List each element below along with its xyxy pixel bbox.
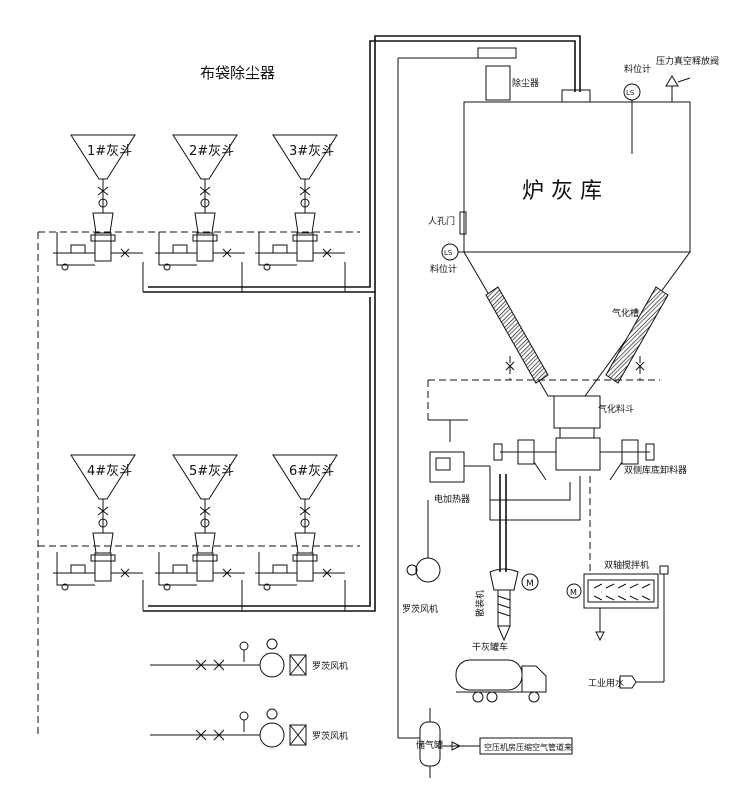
discharge-air-pipes <box>449 420 581 521</box>
pipe-risers <box>142 262 346 611</box>
conveying-pipe-top <box>143 35 581 293</box>
hopper-label: 5#灰斗 <box>189 464 234 479</box>
conveying-pipe-bottom-inner <box>148 297 371 607</box>
svg-text:料位计: 料位计 <box>430 263 457 275</box>
hopper-funnel <box>272 454 338 500</box>
level-meter-top: LS 料位计 <box>623 63 651 154</box>
svg-text:气化料斗: 气化料斗 <box>598 403 634 415</box>
svg-text:料位计: 料位计 <box>624 63 651 75</box>
svg-text:压力真空释放阀: 压力真空释放阀 <box>656 55 719 67</box>
svg-text:除尘器: 除尘器 <box>512 77 539 89</box>
blower-label-2: 罗茨风机 <box>312 730 348 742</box>
fluidizing-slot-label: 气化槽 <box>612 307 639 319</box>
conveying-pipe-bottom <box>143 292 376 612</box>
hopper-label: 4#灰斗 <box>87 464 132 479</box>
svg-text:干灰罐车: 干灰罐车 <box>472 641 508 653</box>
hopper-unit-6: 6#灰斗 <box>255 454 345 591</box>
roots-blower-silo: 罗茨风机 <box>402 500 441 615</box>
svg-text:M: M <box>570 588 577 597</box>
svg-text:LS: LS <box>444 249 453 257</box>
discharge-gate: 双侧库底卸料器 <box>493 437 687 481</box>
hopper-unit-1: 1#灰斗 <box>53 134 143 271</box>
svg-text:LS: LS <box>626 89 635 97</box>
silo-dust-collector: 除尘器 <box>477 47 539 101</box>
svg-text:人孔门: 人孔门 <box>428 215 455 227</box>
dry-ash-truck: 干灰罐车 <box>455 641 547 703</box>
hopper-funnel <box>172 454 238 500</box>
bulk-loader: M 散装机 <box>474 474 539 642</box>
fluidizing-slot-left <box>485 286 549 384</box>
silo-cone <box>463 251 691 397</box>
hopper-funnel <box>70 454 136 500</box>
silo-top-port <box>561 89 591 103</box>
hopper-unit-2: 2#灰斗 <box>155 134 245 271</box>
hopper-funnel <box>172 134 238 180</box>
level-meter-side: LS 料位计 <box>430 243 472 275</box>
silo-name: 炉 灰 库 <box>522 179 602 204</box>
hopper-group: 1#灰斗 2#灰斗 3#灰斗 4#灰斗 5#灰斗 6#灰斗 <box>53 134 345 591</box>
silo-air-valves <box>505 361 645 371</box>
manhole: 人孔门 <box>428 211 467 235</box>
svg-text:储气罐: 储气罐 <box>416 739 443 751</box>
electric-heater: 电加热器 <box>428 419 490 505</box>
svg-text:M: M <box>526 579 534 589</box>
hopper-label: 3#灰斗 <box>289 144 334 159</box>
svg-text:散装机: 散装机 <box>474 590 486 617</box>
air-tank: 储气罐 空压机房压缩空气管道来 <box>398 708 573 778</box>
svg-text:工业用水: 工业用水 <box>588 677 624 689</box>
blowers-group: 罗茨风机 罗茨风机 <box>150 638 348 748</box>
hopper-funnel <box>272 134 338 180</box>
hopper-funnel <box>70 134 136 180</box>
hopper-unit-4: 4#灰斗 <box>53 454 143 591</box>
blower-label-1: 罗茨风机 <box>312 660 348 672</box>
conveying-pipe-top-inner <box>148 40 576 288</box>
svg-text:空压机房压缩空气管道来: 空压机房压缩空气管道来 <box>484 742 572 752</box>
svg-text:罗茨风机: 罗茨风机 <box>402 603 438 615</box>
air-header-top <box>37 231 360 738</box>
hopper-label: 6#灰斗 <box>289 464 334 479</box>
pressure-relief-valve: 压力真空释放阀 <box>656 55 719 102</box>
svg-text:双侧库底卸料器: 双侧库底卸料器 <box>624 464 687 476</box>
hopper-unit-3: 3#灰斗 <box>255 134 345 271</box>
fluidizing-slot-right <box>605 286 669 384</box>
svg-text:双轴搅拌机: 双轴搅拌机 <box>604 559 649 571</box>
ash-silo: 炉 灰 库 <box>463 89 691 397</box>
twin-shaft-mixer: 双轴搅拌机 M 工业用水 <box>566 476 669 689</box>
silo-body <box>463 101 691 253</box>
hopper-unit-5: 5#灰斗 <box>155 454 245 591</box>
silo-outlet: 气化料斗 <box>553 395 634 439</box>
hopper-label: 2#灰斗 <box>189 144 234 159</box>
vent-line <box>397 57 480 738</box>
silo-air-header <box>427 356 660 420</box>
diagram-title: 布袋除尘器 <box>200 64 275 82</box>
svg-text:电加热器: 电加热器 <box>434 493 470 505</box>
hopper-label: 1#灰斗 <box>87 144 132 159</box>
